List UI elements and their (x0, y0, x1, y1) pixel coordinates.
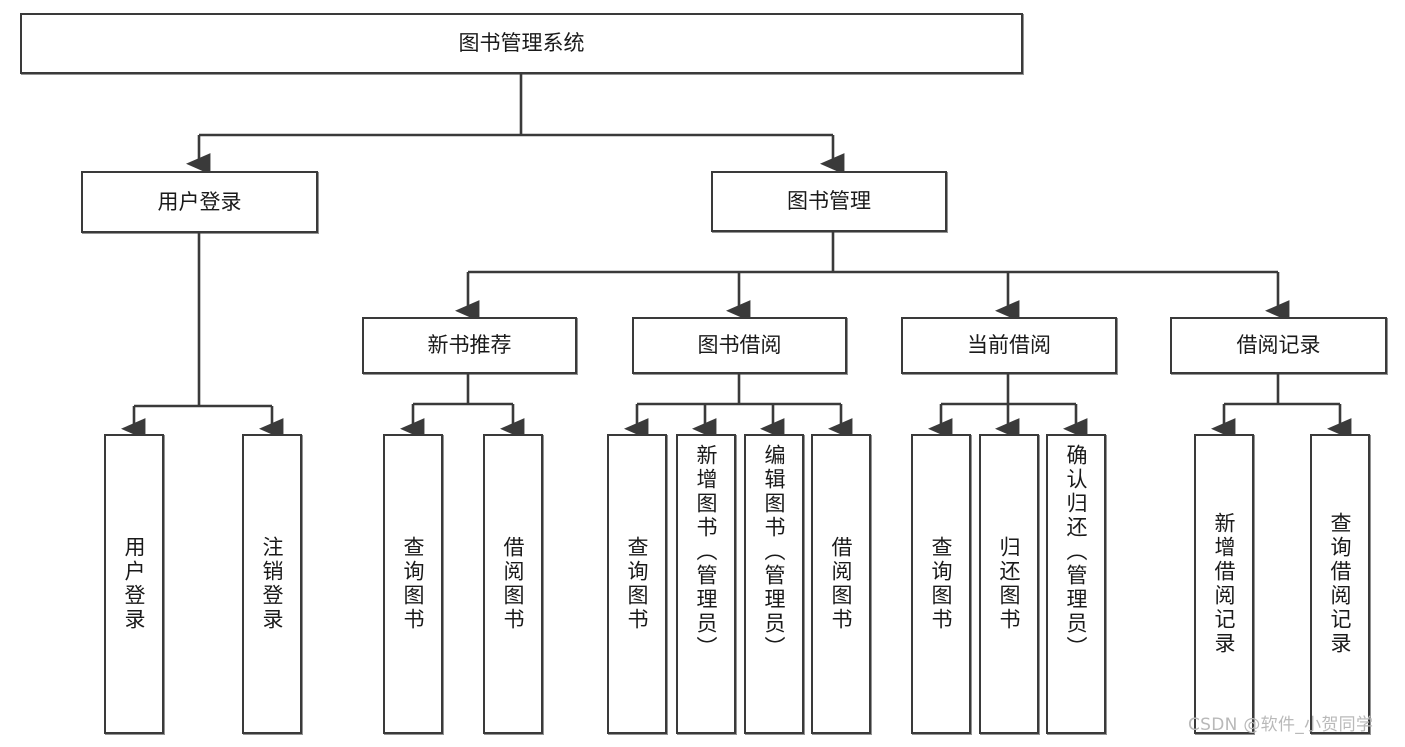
node-book-manage[interactable]: 图书管理 (711, 171, 947, 232)
node-leaf-borrow-book-recommend-label: 借阅图书 (501, 536, 526, 632)
node-new-book-recommend-label: 新书推荐 (427, 333, 512, 358)
node-leaf-query-borrow-record[interactable]: 查询借阅记录 (1310, 434, 1370, 734)
node-leaf-query-book-recommend[interactable]: 查询图书 (383, 434, 443, 734)
node-root-system[interactable]: 图书管理系统 (20, 13, 1023, 74)
node-leaf-add-book[interactable]: 新增图书（管理员） (676, 434, 736, 734)
node-borrow-record[interactable]: 借阅记录 (1170, 317, 1387, 374)
node-leaf-add-borrow-record-label: 新增借阅记录 (1212, 512, 1237, 656)
node-leaf-query-book-borrow-label: 查询图书 (625, 536, 650, 632)
node-leaf-edit-book-label: 编辑图书（管理员） (762, 444, 787, 660)
node-leaf-user-login-label: 用户登录 (122, 536, 147, 632)
node-leaf-query-borrow-record-label: 查询借阅记录 (1328, 512, 1353, 656)
node-leaf-logout-label: 注销登录 (260, 536, 285, 632)
node-user-login[interactable]: 用户登录 (81, 171, 318, 233)
node-book-manage-label: 图书管理 (787, 189, 871, 214)
node-borrow-record-label: 借阅记录 (1236, 333, 1321, 358)
node-leaf-confirm-return[interactable]: 确认归还（管理员） (1046, 434, 1106, 734)
node-leaf-query-book-recommend-label: 查询图书 (401, 536, 426, 632)
node-leaf-query-book-current-label: 查询图书 (929, 536, 954, 632)
node-leaf-borrow-book-recommend[interactable]: 借阅图书 (483, 434, 543, 734)
node-leaf-confirm-return-label: 确认归还（管理员） (1064, 444, 1089, 660)
node-leaf-add-book-label: 新增图书（管理员） (694, 444, 719, 660)
node-book-borrow-label: 图书借阅 (697, 333, 782, 358)
node-leaf-add-borrow-record[interactable]: 新增借阅记录 (1194, 434, 1254, 734)
node-current-borrow[interactable]: 当前借阅 (901, 317, 1117, 374)
node-leaf-return-book[interactable]: 归还图书 (979, 434, 1039, 734)
node-leaf-query-book-borrow[interactable]: 查询图书 (607, 434, 667, 734)
node-user-login-label: 用户登录 (157, 189, 242, 214)
node-leaf-user-login[interactable]: 用户登录 (104, 434, 164, 734)
node-root-system-label: 图书管理系统 (458, 31, 585, 56)
node-leaf-borrow-book-label: 借阅图书 (829, 536, 854, 632)
node-current-borrow-label: 当前借阅 (967, 333, 1051, 358)
node-leaf-query-book-current[interactable]: 查询图书 (911, 434, 971, 734)
node-leaf-edit-book[interactable]: 编辑图书（管理员） (744, 434, 804, 734)
node-book-borrow[interactable]: 图书借阅 (632, 317, 847, 374)
node-leaf-return-book-label: 归还图书 (997, 536, 1022, 632)
node-leaf-logout[interactable]: 注销登录 (242, 434, 302, 734)
node-new-book-recommend[interactable]: 新书推荐 (362, 317, 577, 374)
node-leaf-borrow-book[interactable]: 借阅图书 (811, 434, 871, 734)
watermark-text: CSDN @软件_小贺同学 (1188, 715, 1374, 735)
